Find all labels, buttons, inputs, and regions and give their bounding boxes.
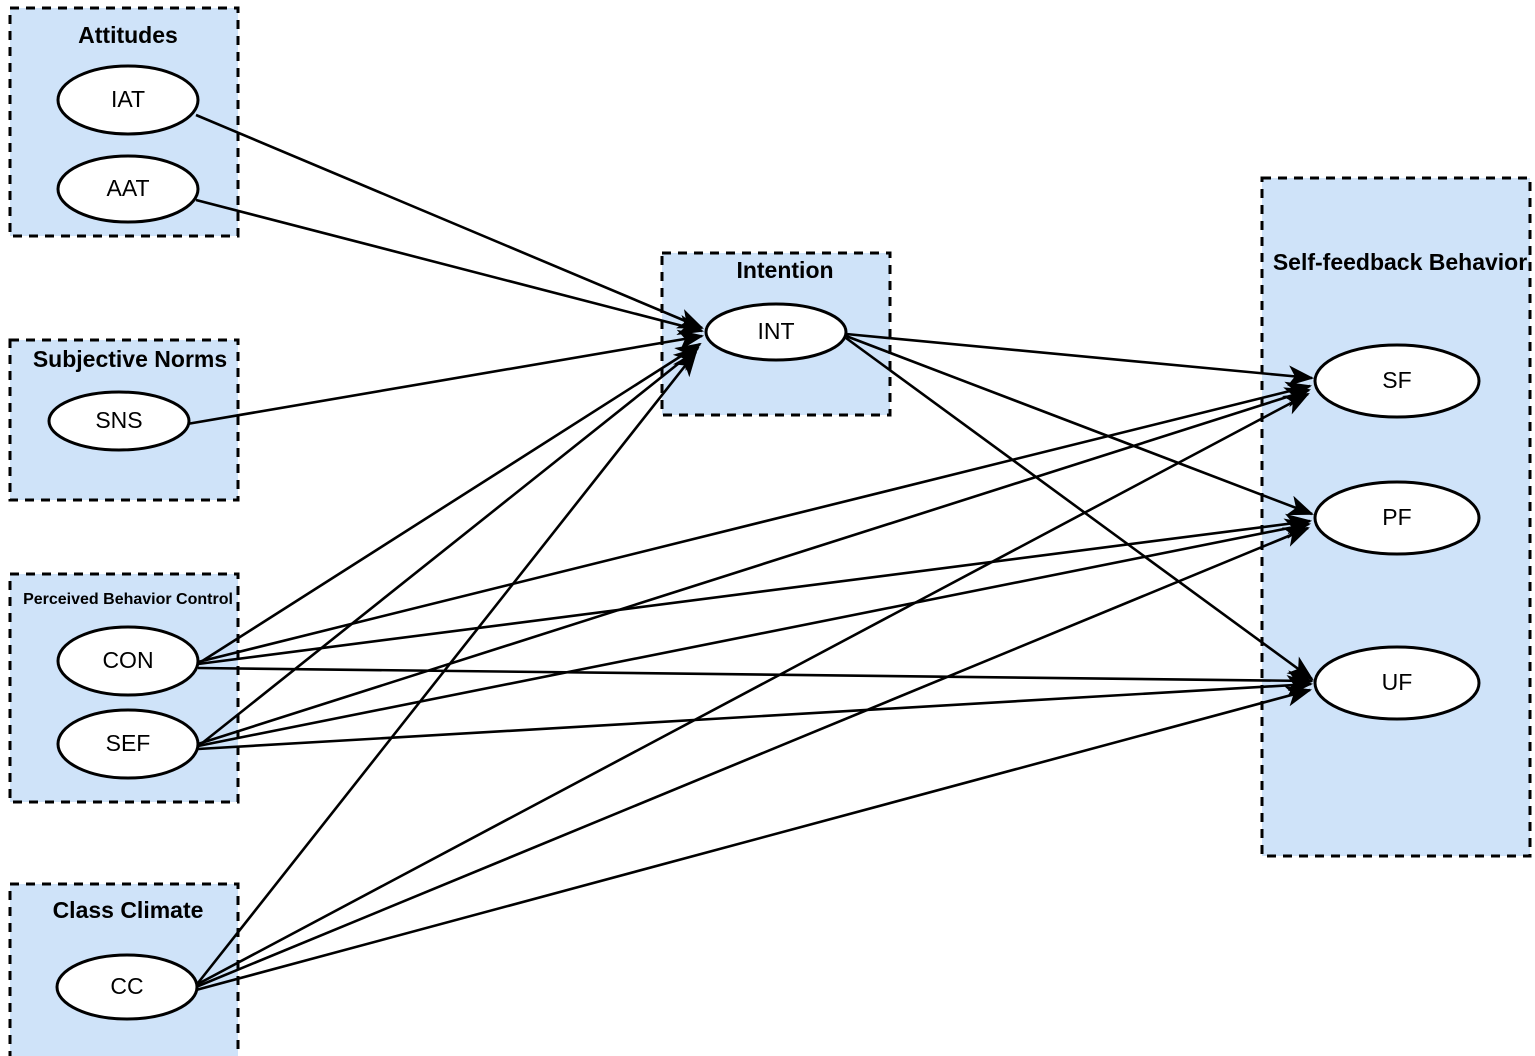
edge-cc-to-pf — [195, 526, 1310, 989]
node-label-pf: PF — [1382, 504, 1411, 530]
edge-sef-to-sf — [197, 387, 1311, 746]
node-ellipse-con — [56, 625, 200, 697]
node-ellipse-cc — [55, 953, 199, 1021]
node-con[interactable]: CON — [56, 625, 200, 697]
edge-aat-to-int — [195, 198, 705, 336]
node-aat[interactable]: AAT — [56, 154, 200, 224]
edge-int-to-uf — [845, 336, 1314, 681]
edge-sef-to-pf — [197, 518, 1312, 748]
edge-cc-to-sf — [195, 392, 1310, 987]
node-label-sf: SF — [1382, 367, 1411, 393]
node-label-uf: UF — [1382, 669, 1413, 695]
edge-con-to-pf — [197, 513, 1313, 666]
edge-sef-to-uf — [197, 675, 1314, 751]
node-sf[interactable]: SF — [1313, 343, 1481, 419]
node-label-sns: SNS — [95, 407, 142, 433]
node-pf[interactable]: PF — [1313, 480, 1481, 556]
node-ellipse-sns — [47, 390, 191, 452]
nodes-layer: IAT AAT SNS CON SEF CC INT SF PF UF — [47, 64, 1481, 1021]
group-title-subjnorms: Subjective Norms — [33, 346, 227, 372]
edge-sef-to-int — [195, 346, 700, 750]
node-cc[interactable]: CC — [55, 953, 199, 1021]
node-ellipse-aat — [56, 154, 200, 224]
node-label-cc: CC — [110, 973, 143, 999]
group-title-classclimate: Class Climate — [53, 897, 204, 923]
edge-con-to-uf — [197, 666, 1315, 692]
node-sns[interactable]: SNS — [47, 390, 191, 452]
node-int[interactable]: INT — [704, 302, 848, 362]
node-label-int: INT — [757, 318, 794, 344]
node-ellipse-uf — [1313, 645, 1481, 721]
edge-int-to-pf — [845, 334, 1314, 516]
node-label-aat: AAT — [106, 175, 149, 201]
edge-sns-to-int — [186, 329, 705, 426]
group-title-intention: Intention — [736, 257, 833, 283]
node-iat[interactable]: IAT — [56, 64, 200, 136]
node-uf[interactable]: UF — [1313, 645, 1481, 721]
node-label-con: CON — [102, 647, 153, 673]
edge-int-to-sf — [845, 332, 1315, 387]
edge-con-to-int — [195, 342, 702, 667]
group-title-attitudes: Attitudes — [78, 22, 178, 48]
node-ellipse-int — [704, 302, 848, 362]
edges-layer — [186, 113, 1315, 992]
edge-iat-to-int — [195, 113, 704, 330]
edge-cc-to-uf — [195, 686, 1313, 992]
node-ellipse-sf — [1313, 343, 1481, 419]
node-ellipse-pf — [1313, 480, 1481, 556]
node-label-sef: SEF — [106, 730, 151, 756]
group-title-selffeedback: Self-feedback Behavior — [1273, 249, 1527, 275]
node-ellipse-iat — [56, 64, 200, 136]
node-ellipse-sef — [56, 708, 200, 780]
node-sef[interactable]: SEF — [56, 708, 200, 780]
edge-con-to-sf — [197, 381, 1313, 664]
node-label-iat: IAT — [111, 86, 145, 112]
group-title-pbc: Perceived Behavior Control — [23, 591, 233, 608]
